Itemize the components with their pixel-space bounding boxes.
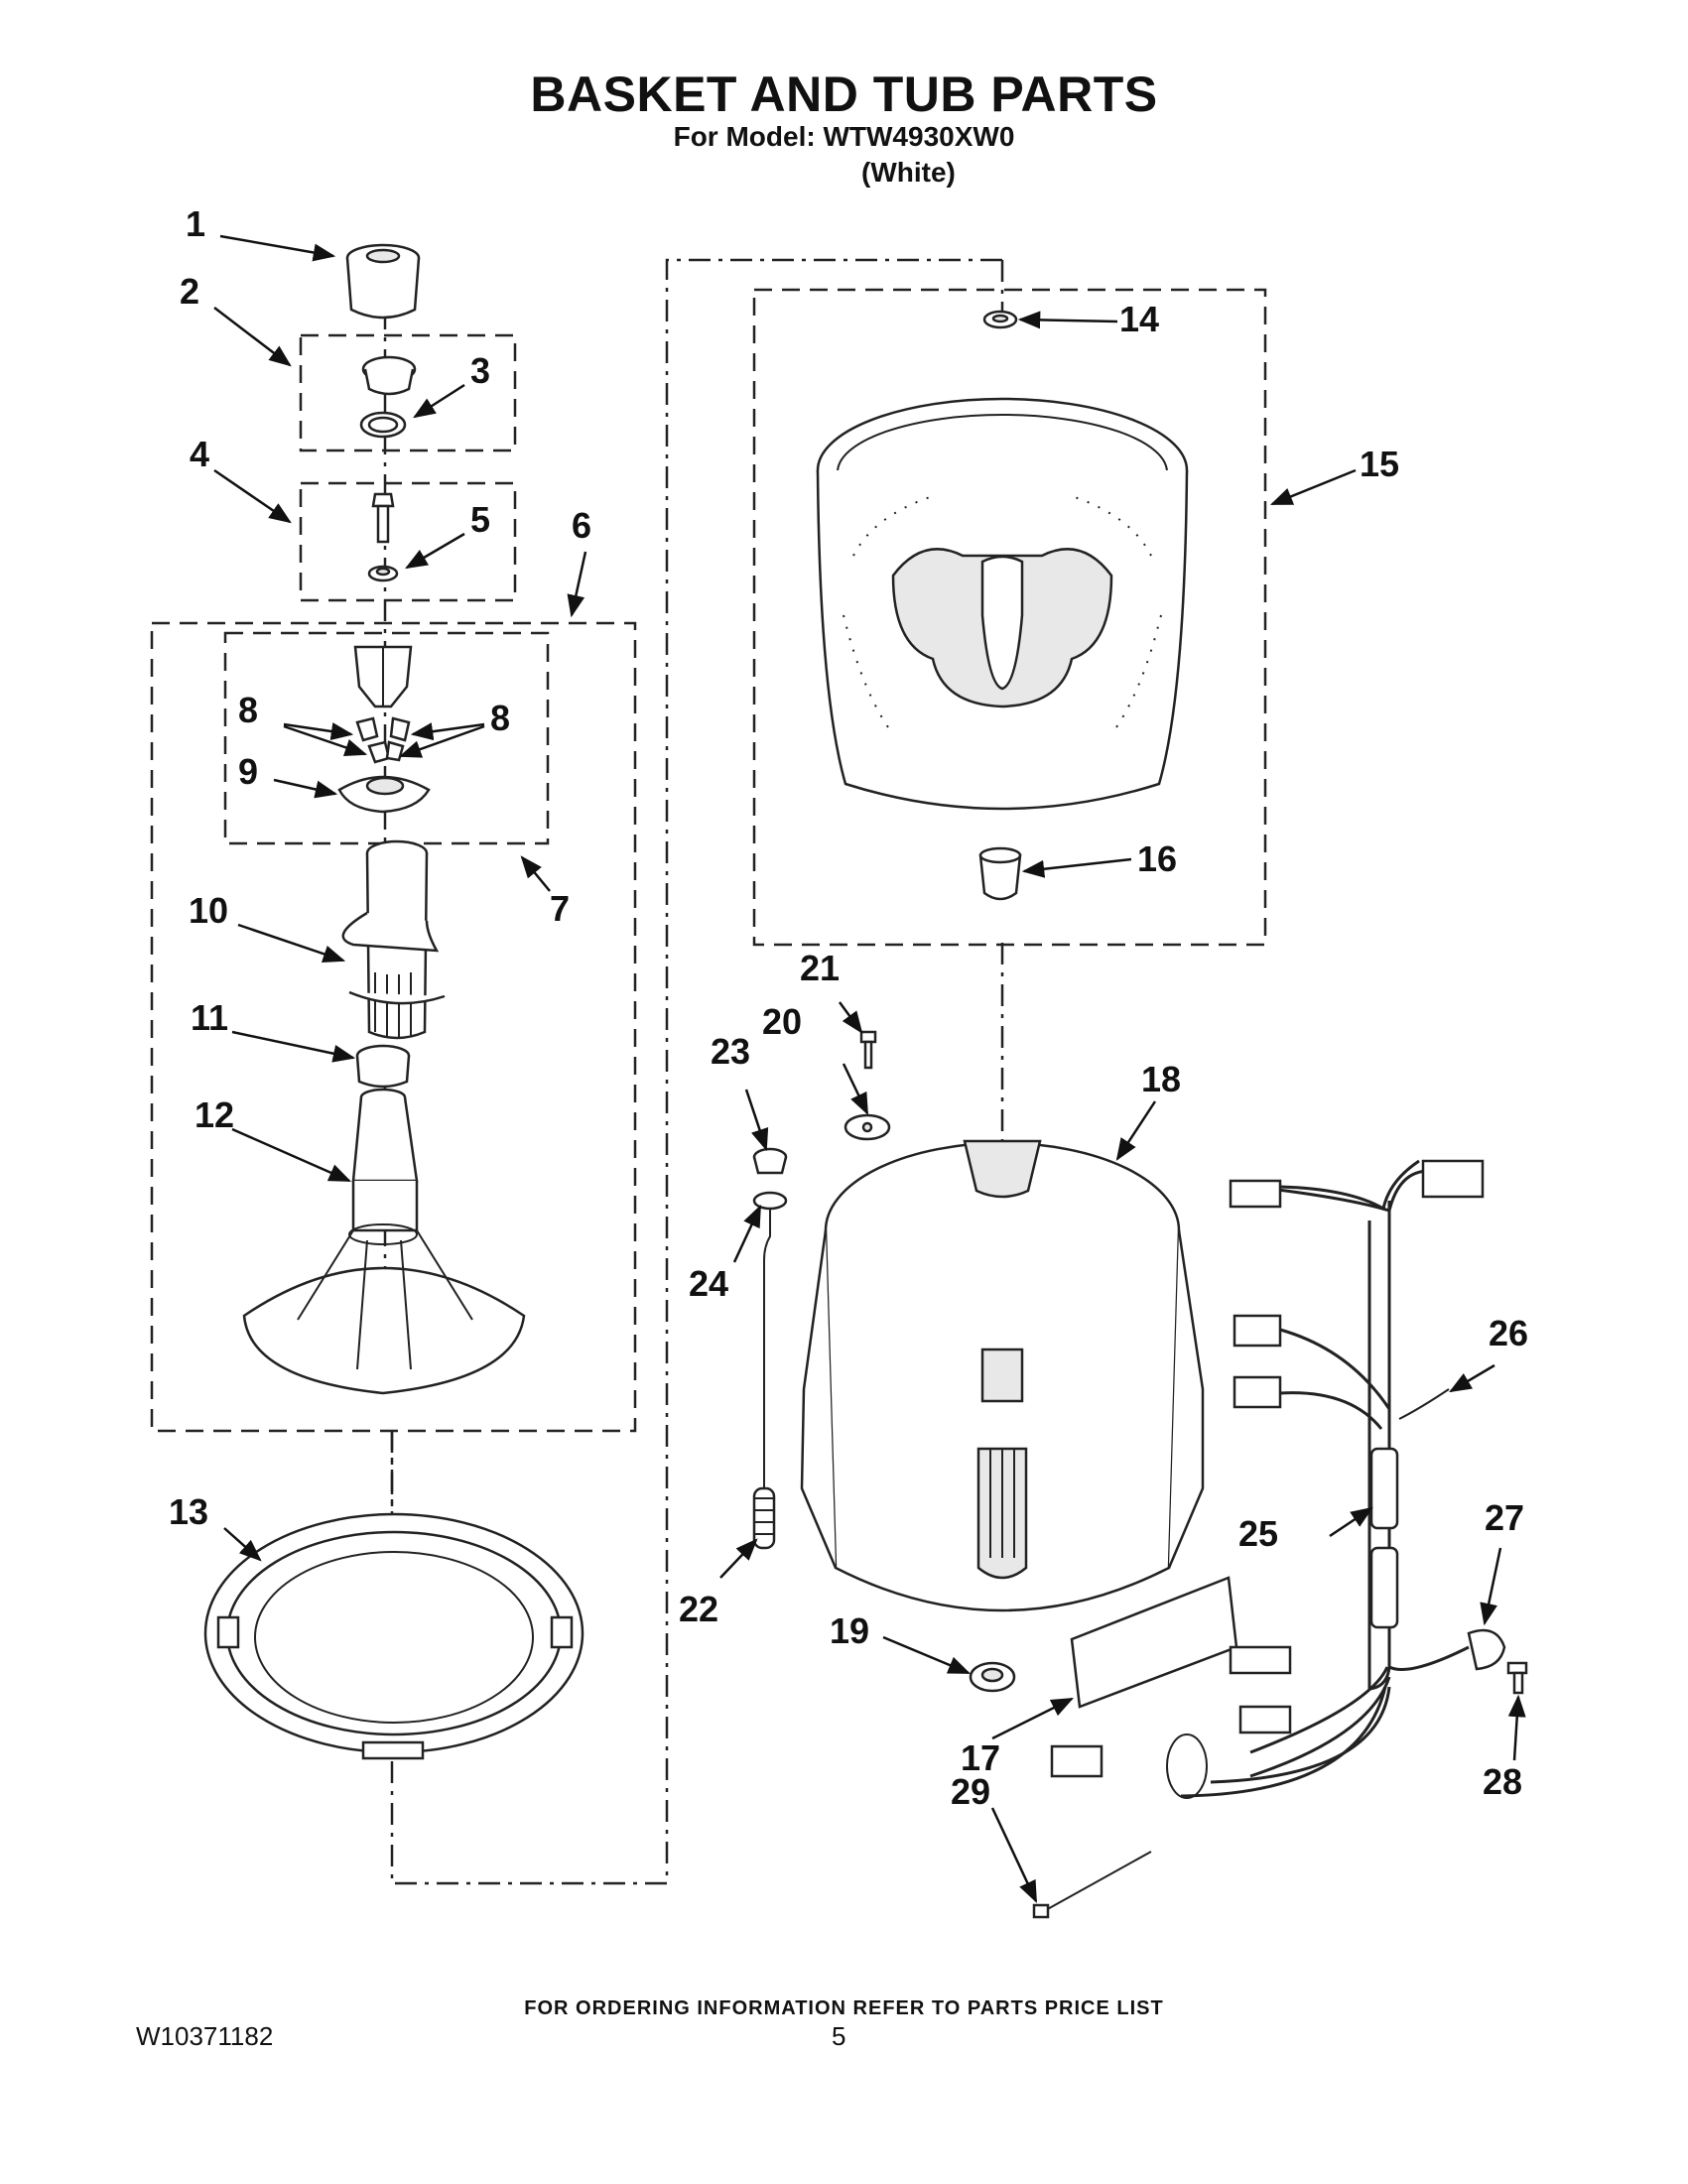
part-13-balance-ring [203, 1512, 584, 1760]
model-line: For Model: WTW4930XW0 [673, 121, 1015, 152]
callout-13: 13 [169, 1491, 208, 1532]
part-1-dispenser [345, 243, 421, 320]
callout-arrows [213, 234, 1526, 1904]
group-box-6 [150, 621, 637, 1433]
part-12-agitator-base [242, 1088, 526, 1395]
part-26-tube [1398, 1388, 1450, 1420]
page-number: 5 [832, 2021, 846, 2051]
callout-16: 16 [1137, 838, 1177, 879]
callout-5: 5 [470, 499, 490, 540]
part-23-grommet [752, 1147, 788, 1175]
harness-connectors [1050, 1159, 1485, 1778]
part-3-seal [359, 411, 407, 439]
callout-24: 24 [689, 1263, 728, 1304]
callout-12: 12 [195, 1094, 234, 1135]
ordering-note: FOR ORDERING INFORMATION REFER TO PARTS … [524, 1997, 1164, 2019]
callout-22: 22 [679, 1589, 718, 1629]
callout-15: 15 [1360, 444, 1399, 484]
callout-8a: 8 [238, 690, 258, 730]
part-15-basket [816, 397, 1189, 811]
callout-2: 2 [180, 271, 199, 312]
part-24-cap [752, 1191, 788, 1488]
callout-27: 27 [1485, 1497, 1524, 1538]
callout-8b: 8 [490, 698, 510, 738]
callout-21: 21 [800, 948, 840, 988]
part-27-clip [1467, 1628, 1506, 1671]
group-box-7 [223, 631, 550, 845]
group-box-15 [752, 288, 1267, 947]
callout-11: 11 [191, 997, 228, 1038]
callout-19: 19 [830, 1610, 869, 1651]
part-9-cam [337, 775, 431, 814]
group-box-2 [299, 333, 517, 452]
part-2-cap [361, 355, 417, 396]
part-4-bolt [371, 492, 395, 544]
callout-6: 6 [572, 505, 591, 546]
callout-9: 9 [238, 751, 258, 792]
callout-26: 26 [1489, 1313, 1528, 1353]
part-21-screw [859, 1030, 877, 1070]
part-agitator-cam [353, 645, 413, 708]
callout-28: 28 [1483, 1761, 1522, 1802]
part-28-screw [1506, 1661, 1528, 1695]
callout-10: 10 [189, 890, 228, 931]
part-10-barrel [341, 839, 446, 1040]
document-number: W10371182 [136, 2021, 274, 2051]
callout-14: 14 [1119, 299, 1159, 339]
page-title: BASKET AND TUB PARTS [530, 66, 1158, 122]
part-14-nut [982, 310, 1018, 329]
part-25-harness [1166, 1159, 1470, 1799]
part-18-tub [800, 1139, 1205, 1612]
callout-18: 18 [1141, 1059, 1181, 1099]
part-20-cover [844, 1113, 891, 1141]
part-19-seal [969, 1661, 1016, 1693]
callout-4: 4 [190, 434, 209, 474]
callout-1: 1 [186, 203, 205, 244]
callout-3: 3 [470, 350, 490, 391]
part-29-tie [1032, 1851, 1152, 1919]
callout-25: 25 [1238, 1513, 1278, 1554]
part-5-washer [367, 565, 399, 582]
part-11-ring [355, 1044, 411, 1089]
callout-23: 23 [711, 1031, 750, 1072]
callout-17: 17 [961, 1737, 1000, 1778]
part-22-air-dome [752, 1486, 776, 1550]
color-line: (White) [861, 157, 956, 188]
part-16-drive-bell [978, 846, 1022, 901]
callout-29: 29 [951, 1771, 990, 1812]
callout-7: 7 [550, 888, 570, 929]
callout-20: 20 [762, 1001, 802, 1042]
